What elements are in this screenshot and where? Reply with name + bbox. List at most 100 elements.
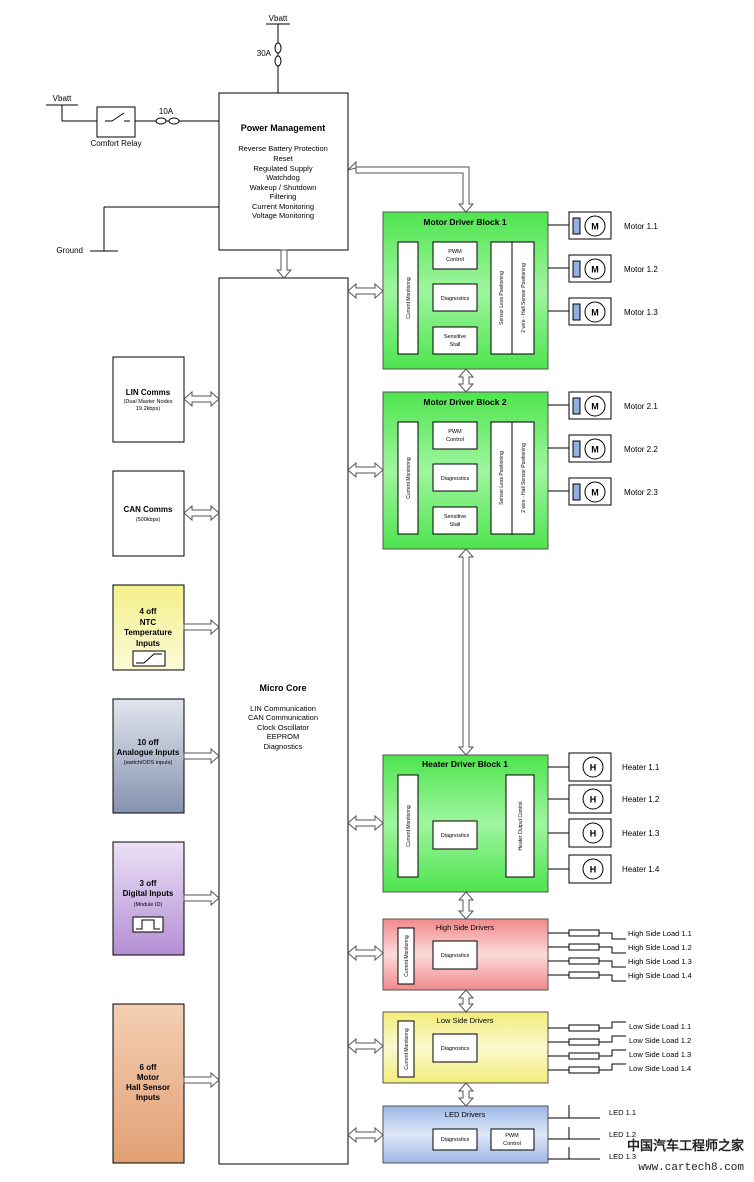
pwm-control-label: Control xyxy=(503,1141,521,1147)
heater-1-1: H Heater 1.1 xyxy=(568,752,660,782)
power-line: Reset xyxy=(273,154,294,163)
watermark: 中国汽车工程师之家 www.cartech8.com xyxy=(627,1138,745,1174)
motor-label: Motor 1.2 xyxy=(624,265,658,274)
motor-driver-2-title: Motor Driver Block 2 xyxy=(423,397,506,407)
sensorless-positioning-label: Sensor Less Positioning xyxy=(499,271,505,325)
ntc-inputs-block: 4 off NTC Temperature Inputs xyxy=(112,584,185,671)
digital-pulse-icon xyxy=(132,916,164,933)
heater-driver-block-1: Heater Driver Block 1 Current Monitoring… xyxy=(382,754,549,893)
heater-label: Heater 1.4 xyxy=(622,865,660,874)
ntc-text: 4 off xyxy=(140,607,157,616)
power-line: Wakeup / Shutdown xyxy=(250,183,317,192)
can-comms-title: CAN Comms xyxy=(124,505,173,514)
high-side-load-label: High Side Load 1.3 xyxy=(628,957,692,966)
sensitive-stall-label: Sensitive xyxy=(444,334,466,340)
hsd-lsd-arrow xyxy=(457,989,475,1013)
heater-label: Heater 1.2 xyxy=(622,795,660,804)
current-monitoring-label: Current Monitoring xyxy=(404,935,410,977)
micro-core-title: Micro Core xyxy=(259,683,306,693)
high-side-load-label: High Side Load 1.4 xyxy=(628,971,692,980)
sensitive-stall-label: Stall xyxy=(450,522,461,528)
vbatt-top-label: Vbatt xyxy=(269,14,288,23)
fuse-30a-symbol xyxy=(274,42,282,67)
heater-icon xyxy=(582,788,604,810)
hall-inputs-text: Inputs xyxy=(136,1093,161,1102)
power-line: Reverse Battery Protection xyxy=(238,144,328,153)
motor-driver-block-2: Motor Driver Block 2 Current Monitoring … xyxy=(382,391,549,550)
digital-core-arrow xyxy=(183,889,220,907)
led-label: LED 1.2 xyxy=(609,1130,636,1139)
motor-icon xyxy=(584,481,606,503)
temperature-curve-icon xyxy=(132,650,166,667)
hall-sensor-icon xyxy=(572,260,581,278)
motor-driver-block-1: Motor Driver Block 1 Current Monitoring … xyxy=(382,211,549,370)
power-to-core-arrow xyxy=(275,249,293,279)
motor-icon xyxy=(584,438,606,460)
current-monitoring-label: Current Monitoring xyxy=(404,1028,410,1070)
heater-label: Heater 1.1 xyxy=(622,763,660,772)
current-monitoring-label: Current Monitoring xyxy=(406,277,412,319)
low-side-load-wires xyxy=(548,1021,626,1074)
analogue-text: Analogue Inputs xyxy=(117,748,180,757)
hall-sensor-icon xyxy=(572,397,581,415)
digital-text: Digital Inputs xyxy=(123,889,174,898)
high-side-load-label: High Side Load 1.1 xyxy=(628,929,692,938)
heater-symbol: H xyxy=(590,865,597,875)
hall-sensor-icon xyxy=(572,303,581,321)
motor-symbol: M xyxy=(591,265,599,275)
sensitive-stall-label: Sensitive xyxy=(444,514,466,520)
core-heater-arrow xyxy=(347,814,384,832)
hall-sensor-icon xyxy=(572,440,581,458)
analogue-inputs-block: 10 off Analogue Inputs (switch/ODS input… xyxy=(112,698,185,814)
can-comms-sub: (500kbps) xyxy=(136,517,161,523)
motor-label: Motor 2.3 xyxy=(624,488,658,497)
motor-1-2: M Motor 1.2 xyxy=(568,254,658,283)
ground-label: Ground xyxy=(56,246,83,255)
lsd-led-arrow xyxy=(457,1082,475,1107)
heater-symbol: H xyxy=(590,795,597,805)
hall-sensor-icon xyxy=(572,483,581,501)
digital-sub: (Module ID) xyxy=(134,902,163,908)
diagnostics-label: Diagnostics xyxy=(441,296,470,302)
digital-text: 3 off xyxy=(140,879,157,888)
diagnostics-label: Diagnostics xyxy=(441,476,470,482)
comfort-relay-label: Comfort Relay xyxy=(90,139,141,148)
led-label: LED 1.3 xyxy=(609,1152,636,1161)
lin-comms-block: LIN Comms (Dual Master Nodes 19.2kbps) xyxy=(112,356,185,443)
motor-symbol: M xyxy=(591,222,599,232)
led-label: LED 1.1 xyxy=(609,1108,636,1117)
sensorless-positioning-label: Sensor Less Positioning xyxy=(499,451,505,505)
motor-label: Motor 2.2 xyxy=(624,445,658,454)
lin-comms-sub: 19.2kbps) xyxy=(136,406,160,412)
heater-wires xyxy=(548,766,569,870)
heater-label: Heater 1.3 xyxy=(622,829,660,838)
core-line: Diagnostics xyxy=(264,742,303,751)
hall-sensor-icon xyxy=(572,217,581,235)
led-load-wires xyxy=(548,1105,600,1160)
power-line: Current Monitoring xyxy=(252,202,314,211)
power-to-motor-block-arrow xyxy=(346,160,475,213)
motor-symbol: M xyxy=(591,445,599,455)
motor-2-1: M Motor 2.1 xyxy=(568,391,658,420)
hall-inputs-text: Motor xyxy=(137,1073,159,1082)
digital-inputs-block: 3 off Digital Inputs (Module ID) xyxy=(112,841,185,956)
micro-core-block: Micro Core LIN Communication CAN Communi… xyxy=(218,277,349,1165)
analogue-text: 10 off xyxy=(137,738,159,747)
power-line: Voltage Monitoring xyxy=(252,211,314,220)
core-hsd-arrow xyxy=(347,944,384,962)
current-monitoring-label: Current Monitoring xyxy=(406,457,412,499)
core-line: CAN Communication xyxy=(248,713,318,722)
motor-label: Motor 2.1 xyxy=(624,402,658,411)
high-side-load-wires xyxy=(548,929,626,982)
hall-sensor-inputs-block: 6 off Motor Hall Sensor Inputs xyxy=(112,1003,185,1164)
core-lsd-arrow xyxy=(347,1037,384,1055)
fuse-10a-symbol xyxy=(155,117,180,125)
mdb1-mdb2-arrow xyxy=(457,368,475,393)
pwm-control-label: Control xyxy=(446,257,464,263)
heater-icon xyxy=(582,858,604,880)
motor-symbol: M xyxy=(591,402,599,412)
low-side-title: Low Side Drivers xyxy=(437,1016,494,1025)
heater-1-4: H Heater 1.4 xyxy=(568,854,660,884)
pwm-control-label: PWM xyxy=(505,1133,519,1139)
